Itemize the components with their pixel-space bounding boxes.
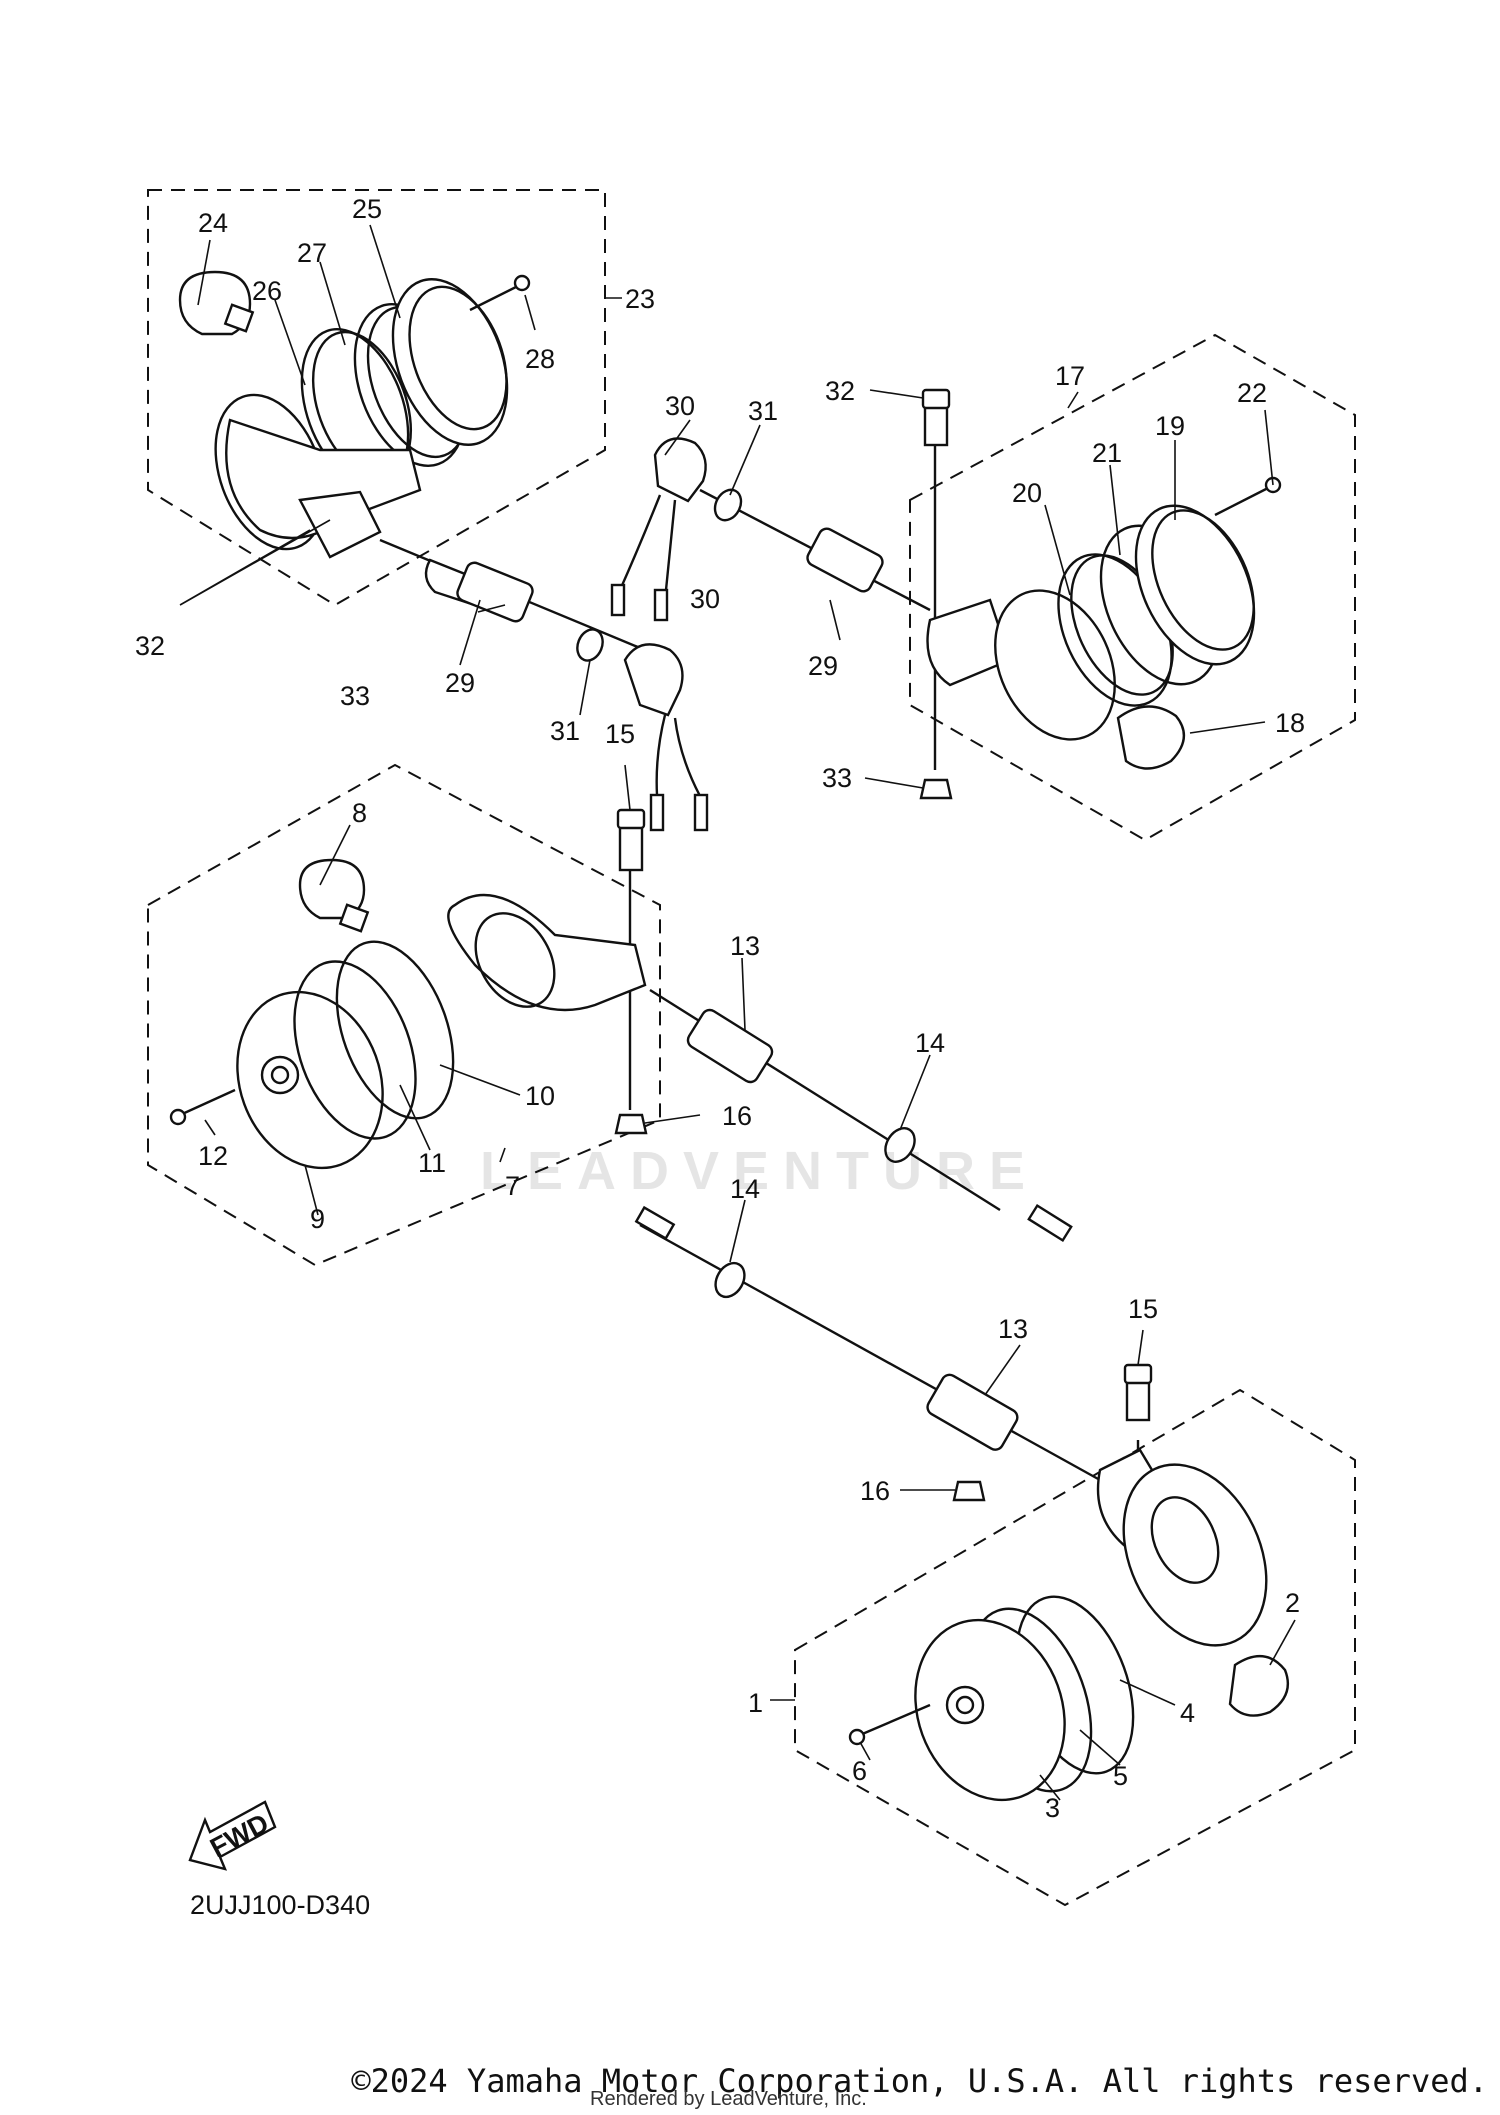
callout-23: 23 — [625, 284, 655, 314]
callout-16b: 16 — [860, 1476, 890, 1506]
callout-32: 32 — [135, 631, 165, 661]
callout-20: 20 — [1012, 478, 1042, 508]
callout-2: 2 — [1285, 1588, 1300, 1618]
callout-6: 6 — [852, 1756, 867, 1786]
assembly-outline-17 — [909, 333, 1356, 842]
callout-10: 10 — [525, 1081, 555, 1111]
callout-17: 17 — [1055, 361, 1085, 391]
copyright: ©2024 Yamaha Motor Corporation, U.S.A. A… — [351, 2062, 1488, 2100]
callout-8: 8 — [352, 798, 367, 828]
fwd-arrow-icon: FWD — [188, 1800, 277, 1871]
callout-13b: 13 — [998, 1314, 1028, 1344]
callout-21: 21 — [1092, 438, 1122, 468]
callout-33b: 33 — [822, 763, 852, 793]
callout-30b: 30 — [690, 584, 720, 614]
callout-13: 13 — [730, 931, 760, 961]
callout-1: 1 — [748, 1688, 763, 1718]
callout-28: 28 — [525, 344, 555, 374]
callout-15: 15 — [605, 719, 635, 749]
assembly-7-parts — [169, 808, 1073, 1243]
assembly-17-parts — [919, 388, 1282, 800]
rendered-by: Rendered by LeadVenture, Inc. — [590, 2088, 867, 2110]
callout-16: 16 — [722, 1101, 752, 1131]
upper-wiring-parts — [379, 437, 931, 832]
leader-lines — [179, 224, 1296, 1801]
assembly-1-parts — [634, 1205, 1290, 1802]
callout-29: 29 — [445, 668, 475, 698]
callout-5: 5 — [1113, 1761, 1128, 1791]
assembly-outline-7 — [147, 763, 661, 1267]
callout-18: 18 — [1275, 708, 1305, 738]
callout-7: 7 — [505, 1171, 520, 1201]
assembly-23-parts — [178, 270, 531, 559]
callout-15b: 15 — [1128, 1294, 1158, 1324]
callout-11: 11 — [418, 1148, 446, 1178]
assembly-outline-23 — [147, 189, 606, 607]
callout-14b: 14 — [730, 1174, 760, 1204]
callout-33: 33 — [340, 681, 370, 711]
callout-32b: 32 — [825, 376, 855, 406]
callout-30a: 30 — [665, 391, 695, 421]
callout-26: 26 — [252, 276, 282, 306]
callout-31: 31 — [550, 716, 580, 746]
callout-31b: 31 — [748, 396, 778, 426]
callout-27: 27 — [297, 238, 327, 268]
callout-4: 4 — [1180, 1698, 1195, 1728]
callout-3: 3 — [1045, 1793, 1060, 1823]
watermark: LEADVENTURE — [480, 1141, 1040, 1201]
callout-14: 14 — [915, 1028, 945, 1058]
callout-22: 22 — [1237, 378, 1267, 408]
callout-19: 19 — [1155, 411, 1185, 441]
callout-12: 12 — [198, 1141, 228, 1171]
callout-9: 9 — [310, 1204, 325, 1234]
callout-25: 25 — [352, 194, 382, 224]
assembly-outline-1 — [794, 1388, 1356, 1907]
callout-24: 24 — [198, 208, 228, 238]
diagram-code: 2UJJ100-D340 — [190, 1890, 371, 1920]
callouts: 24 25 27 26 23 28 32 33 29 31 30 30 31 3… — [135, 194, 1305, 1823]
callout-29b: 29 — [808, 651, 838, 681]
